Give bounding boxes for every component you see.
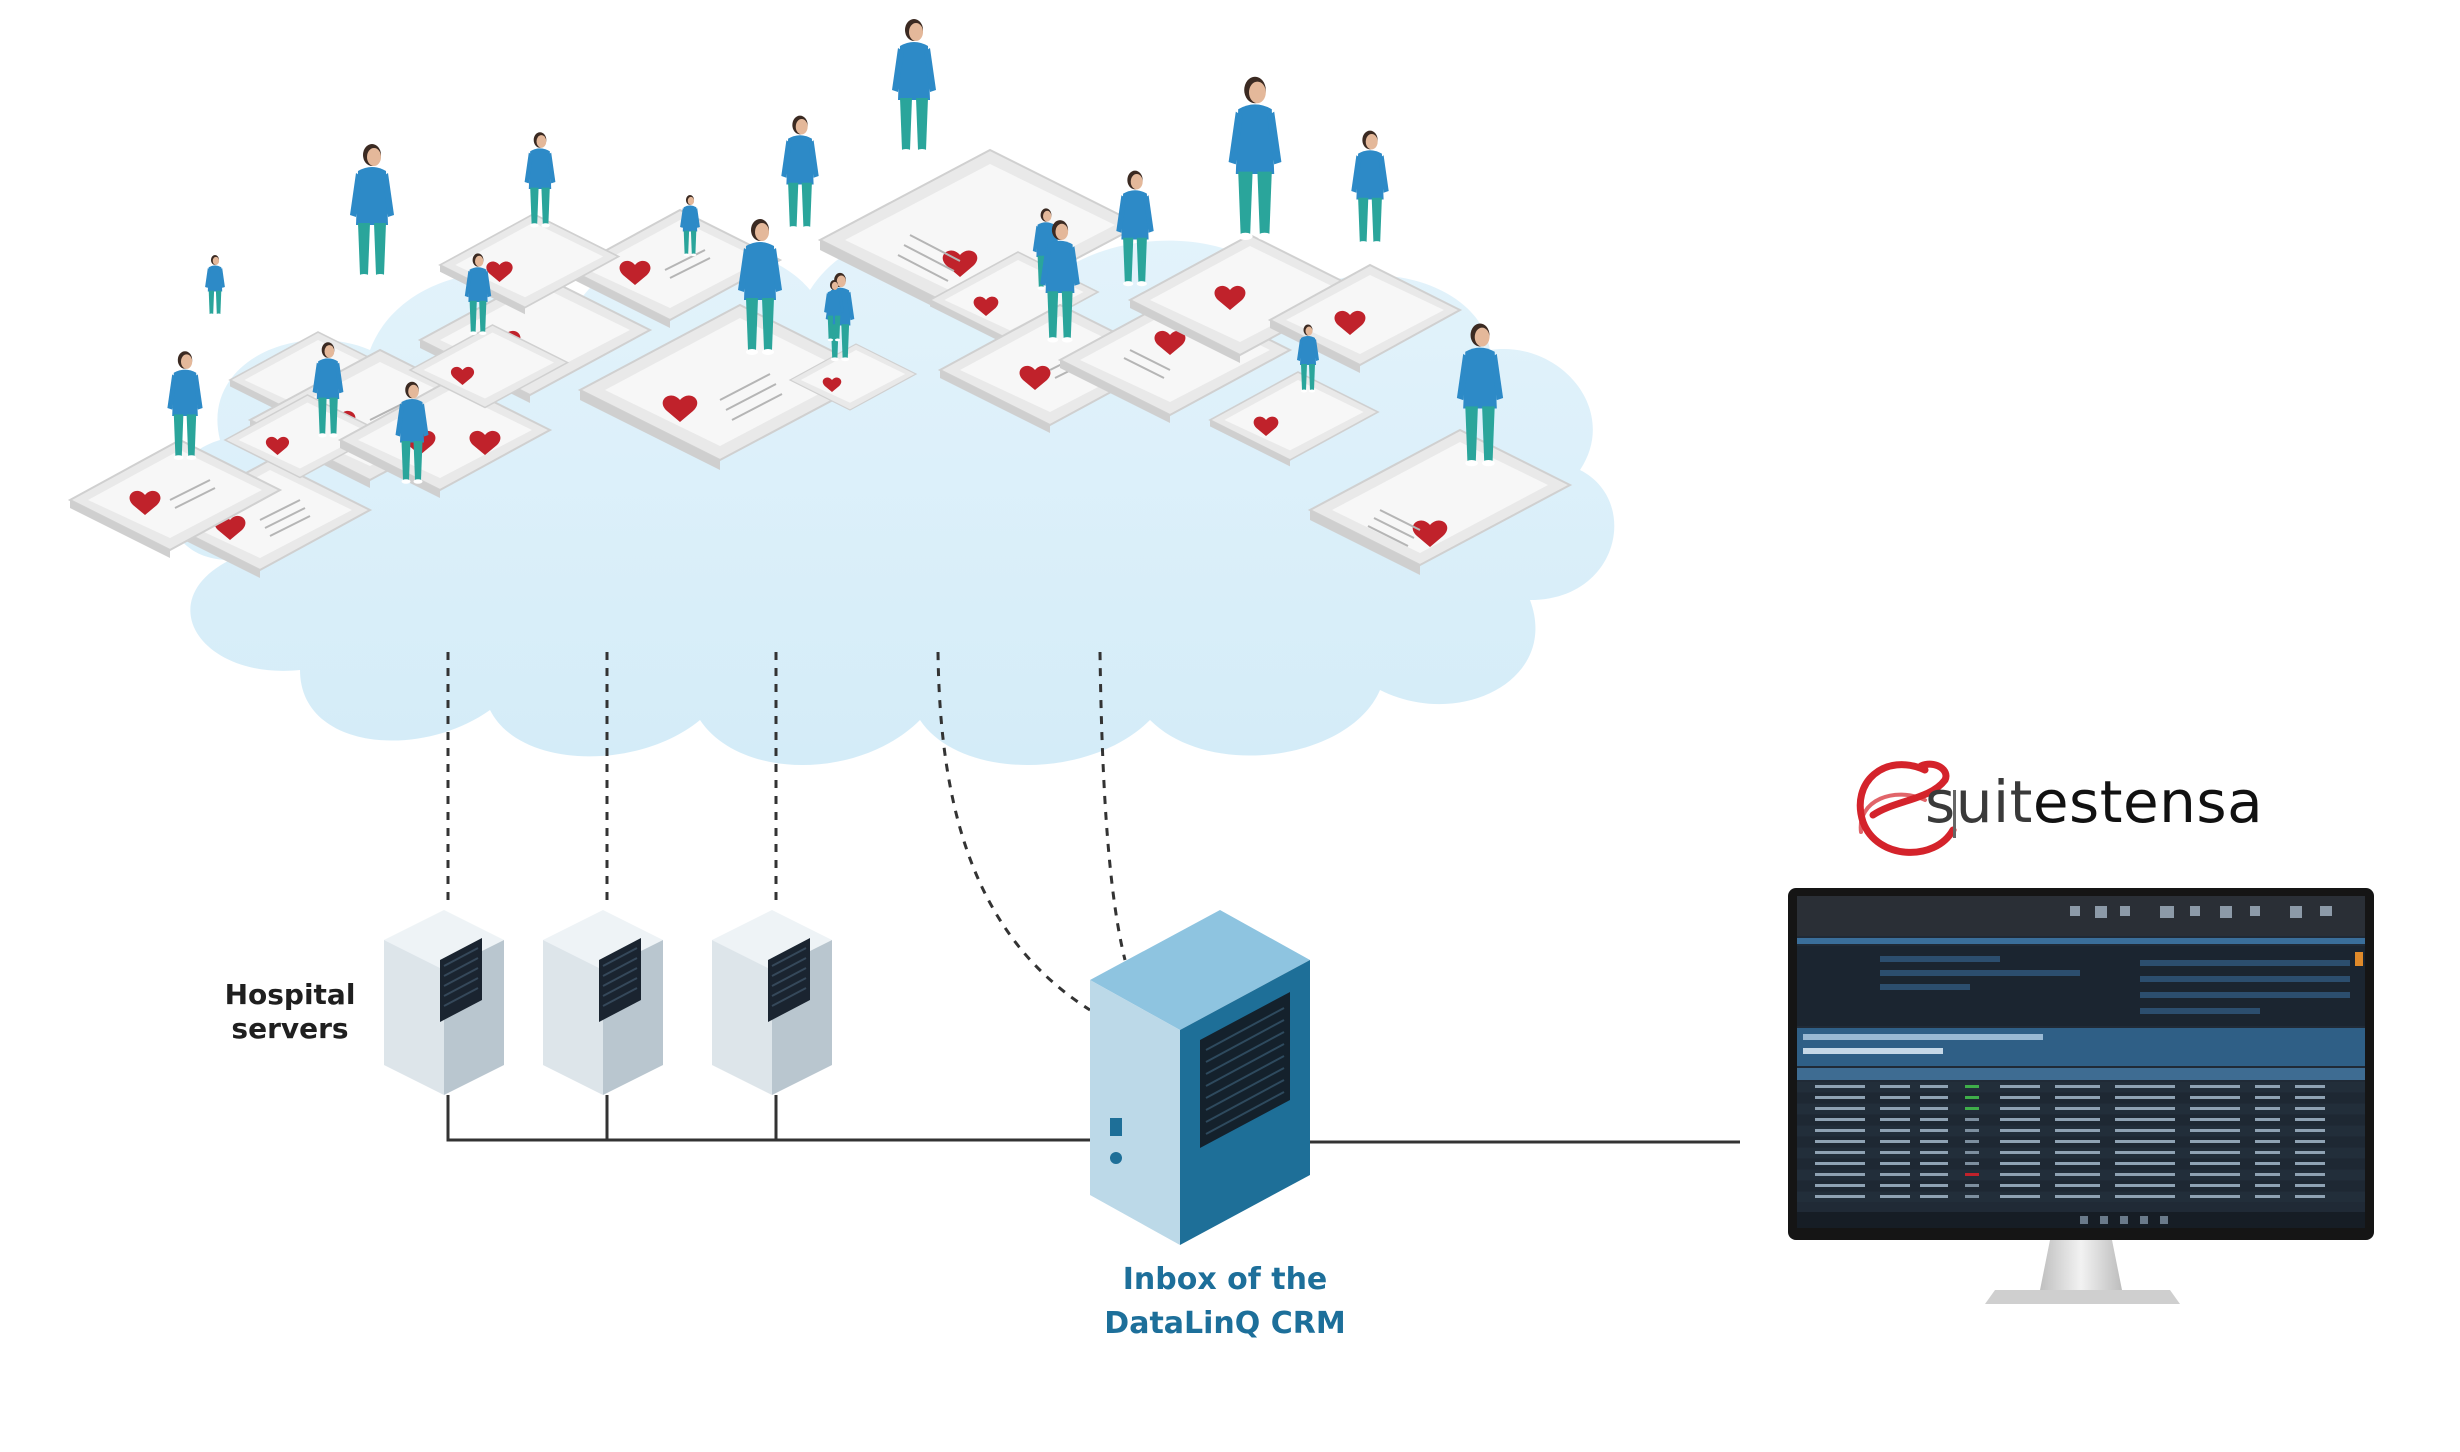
tablet-card — [67, 438, 283, 558]
heart-icon — [1253, 416, 1279, 436]
monitor — [1788, 888, 2374, 1304]
person-icon — [892, 19, 936, 155]
heart-icon — [619, 260, 651, 285]
crm-inbox-label: Inbox of the DataLinQ CRM — [1060, 1258, 1390, 1346]
person-icon — [395, 381, 429, 484]
person-icon — [1040, 220, 1080, 343]
heart-icon — [265, 436, 290, 455]
tablet-card — [567, 208, 783, 328]
tablet-card — [337, 378, 553, 498]
hospital-servers-label-line2: servers — [231, 1012, 349, 1045]
person-icon — [1456, 323, 1504, 467]
monitor-stand — [2040, 1240, 2122, 1290]
heart-icon — [1154, 330, 1186, 355]
person-icon — [350, 144, 394, 280]
hospital-servers-label-line1: Hospital — [224, 978, 356, 1011]
e-logo-icon — [1856, 760, 1957, 856]
crm-panel-icon — [1110, 1118, 1122, 1136]
monitor-table-row — [1797, 1115, 2365, 1125]
suitestensa-logo-text: suitestensa — [1925, 768, 2263, 836]
heart-icon — [973, 296, 999, 316]
hospital-servers-label: Hospital servers — [190, 978, 390, 1046]
tablet-card — [1307, 428, 1573, 575]
heart-icon — [1214, 285, 1246, 310]
person-icon — [524, 132, 556, 228]
monitor-table-row — [1797, 1104, 2365, 1114]
monitor-table-row — [1797, 1192, 2365, 1202]
person-icon — [680, 195, 700, 257]
connector-crm-1 — [936, 651, 1091, 1012]
cloud-connectors — [446, 651, 1127, 1012]
server-unit — [384, 910, 504, 1095]
person-icon — [464, 253, 492, 335]
heart-icon — [1019, 365, 1051, 390]
network-wires — [446, 1095, 1740, 1144]
server-unit — [712, 910, 832, 1095]
monitor-base — [1985, 1290, 2180, 1304]
person-icon — [824, 280, 844, 342]
datalinq-crm-server — [1090, 910, 1310, 1245]
person-icon — [1228, 76, 1282, 240]
monitor-table-row — [1797, 1126, 2365, 1136]
logo-suffix: estensa — [2032, 768, 2264, 836]
person-icon — [1297, 324, 1319, 393]
monitor-table-row — [1797, 1159, 2365, 1169]
crm-inbox-label-line2: DataLinQ CRM — [1104, 1306, 1346, 1341]
heart-icon — [129, 490, 161, 515]
heart-icon — [450, 366, 475, 385]
person-icon — [167, 351, 203, 460]
crm-inbox-label-line1: Inbox of the — [1122, 1262, 1328, 1297]
heart-icon — [469, 430, 501, 455]
heart-icon — [1334, 310, 1366, 335]
heart-icon — [822, 377, 842, 392]
patient-cards — [67, 148, 1573, 578]
tablet-card — [1127, 233, 1363, 363]
monitor-table-row — [1797, 1148, 2365, 1158]
monitor-table-row — [1797, 1082, 2365, 1092]
logo-divider — [1953, 790, 1956, 838]
person-icon — [738, 219, 782, 355]
person-icon — [781, 115, 819, 232]
tablet-card — [1208, 371, 1380, 467]
logo-prefix: suit — [1925, 768, 2033, 836]
person-icon — [205, 255, 225, 317]
connector-crm-2 — [1098, 651, 1127, 961]
tablet-card — [408, 324, 570, 409]
person-icon — [1116, 170, 1154, 287]
heart-icon — [662, 395, 698, 422]
patients — [167, 19, 1504, 484]
monitor-accent — [2355, 952, 2363, 966]
heart-icon — [486, 261, 513, 282]
server-unit — [543, 910, 663, 1095]
monitor-table-row — [1797, 1170, 2365, 1180]
hospital-servers — [384, 910, 832, 1095]
person-icon — [312, 342, 344, 438]
monitor-table-row — [1797, 1181, 2365, 1191]
person-icon — [1351, 130, 1389, 247]
crm-power-led — [1110, 1152, 1122, 1164]
monitor-table-row — [1797, 1137, 2365, 1147]
monitor-table-row — [1797, 1093, 2365, 1103]
heart-icon — [1412, 520, 1448, 547]
